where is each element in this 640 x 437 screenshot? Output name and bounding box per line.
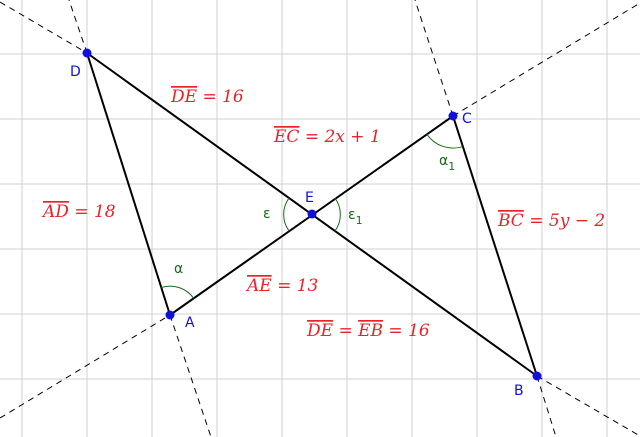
segment-name-eb: EB — [357, 321, 383, 341]
label-point-e: E — [305, 190, 314, 206]
segment-name-ae: AE — [245, 276, 272, 296]
segment-ad — [86, 52, 171, 316]
segment-cb — [452, 115, 538, 377]
label-point-b: B — [514, 383, 524, 399]
point-d — [82, 48, 92, 58]
equation-ad: AD = 18 — [41, 202, 116, 222]
equation-bc: BC = 5y − 2 — [497, 211, 605, 231]
segment-name-ec: EC — [273, 127, 299, 147]
angle-label-alpha1: α1 — [439, 153, 455, 173]
angle-arc-alpha — [161, 285, 195, 299]
label-point-d: D — [70, 64, 81, 80]
angle-arc-alpha1 — [426, 134, 463, 149]
point-b — [532, 371, 542, 381]
line-ad-extension-lower — [169, 314, 212, 437]
equation-ae: AE = 13 — [245, 276, 318, 296]
label-point-a: A — [185, 315, 195, 331]
line-db-extension-lower — [536, 375, 640, 437]
points — [82, 48, 542, 381]
segment-name-de: DE — [170, 87, 198, 107]
segment-name-bc: BC — [497, 211, 524, 231]
line-bc-extension-lower — [536, 375, 557, 437]
angle-arc-epsilon — [283, 197, 290, 232]
label-point-c: C — [462, 111, 472, 127]
equation-de-eb: DE = EB = 16 — [306, 321, 430, 341]
angle-label-epsilon: ε — [263, 206, 271, 222]
angle-label-alpha: α — [174, 261, 183, 277]
angle-arcs — [161, 134, 463, 299]
equation-ec: EC = 2x + 1 — [273, 127, 381, 147]
segment-name-de-2: DE — [306, 321, 334, 341]
point-c — [448, 111, 458, 121]
point-a — [165, 310, 175, 320]
angle-label-epsilon1: ε1 — [348, 207, 363, 227]
line-ac-extension-upper — [452, 2, 640, 117]
angle-arc-epsilon1 — [334, 197, 341, 232]
equation-de: DE = 16 — [170, 87, 244, 107]
segment-name-ad: AD — [41, 202, 69, 222]
line-ad-extension-upper — [68, 0, 88, 54]
line-bc-extension-upper — [414, 0, 454, 117]
line-db-extension-upper — [0, 1, 88, 54]
line-ac-extension-lower — [0, 314, 171, 419]
point-e — [307, 209, 317, 219]
